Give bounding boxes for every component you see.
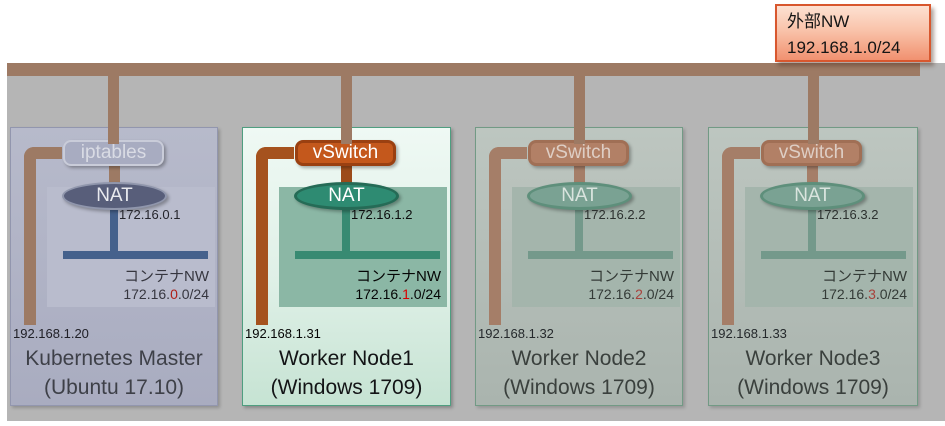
subnet-octet: 3 xyxy=(868,286,876,302)
host-ip: 192.168.1.20 xyxy=(13,326,89,341)
host-nic-line xyxy=(24,147,62,325)
host-nic-line xyxy=(256,147,294,325)
node-worker-node3: NAT vSwitch 172.16.3.2 コンテナNW 172.16.3.0… xyxy=(708,127,918,406)
subnet-suffix: .0/24 xyxy=(409,286,441,302)
container-nw-subnet: 172.16.3.0/24 xyxy=(749,286,907,303)
container-nw-label: コンテナNW xyxy=(124,268,209,285)
subnet-octet: 2 xyxy=(635,286,643,302)
subnet-suffix: .0/24 xyxy=(177,286,209,302)
container-nw-label: コンテナNW xyxy=(822,268,907,285)
nat-to-container-bus-line xyxy=(110,206,118,259)
node-os: (Windows 1709) xyxy=(503,376,655,399)
external-network-name: 外部NW xyxy=(787,12,850,31)
subnet-suffix: .0/24 xyxy=(642,286,674,302)
container-network-caption: コンテナNW 172.16.3.0/24 xyxy=(749,268,907,303)
switch-to-nat-line xyxy=(807,164,818,198)
subnet-suffix: .0/24 xyxy=(875,286,907,302)
external-network-label: 外部NW 192.168.1.0/24 xyxy=(775,4,931,62)
container-network-bus xyxy=(528,251,673,259)
nat-label: NAT xyxy=(561,185,598,206)
nat-label: NAT xyxy=(96,185,133,206)
switch-label-text: iptables xyxy=(80,142,147,163)
switch-label-text: vSwitch xyxy=(312,142,379,163)
host-ip: 192.168.1.32 xyxy=(478,326,554,341)
node-os: (Ubuntu 17.10) xyxy=(43,376,185,399)
nat-ellipse: NAT xyxy=(62,182,167,210)
container-network-caption: コンテナNW 172.16.2.0/24 xyxy=(516,268,674,303)
container-network-bus xyxy=(63,251,208,259)
host-nic-line xyxy=(489,147,527,325)
node-caption: Worker Node2 (Windows 1709) xyxy=(476,344,682,402)
host-ip: 192.168.1.33 xyxy=(711,326,787,341)
node-caption: Kubernetes Master (Ubuntu 17.10) xyxy=(11,344,217,402)
host-ip: 192.168.1.31 xyxy=(245,326,321,341)
nat-label: NAT xyxy=(328,185,365,206)
container-nw-label: コンテナNW xyxy=(356,268,441,285)
node-title: Worker Node3 xyxy=(745,347,881,370)
switch-label-text: vSwitch xyxy=(545,142,612,163)
nat-label: NAT xyxy=(794,185,831,206)
node-title: Worker Node2 xyxy=(511,347,647,370)
container-nw-subnet: 172.16.0.0/24 xyxy=(51,286,209,303)
switch-to-nat-line xyxy=(341,164,352,198)
node-worker-node1: NAT vSwitch 172.16.1.2 コンテナNW 172.16.1.0… xyxy=(242,127,451,406)
container-network-bus xyxy=(295,251,440,259)
node-os: (Windows 1709) xyxy=(270,376,423,399)
subnet-prefix: 172.16. xyxy=(123,286,171,302)
nat-to-container-bus-line xyxy=(342,206,350,259)
nat-ellipse: NAT xyxy=(527,182,632,210)
bus-drop-line-node3 xyxy=(808,63,819,144)
bus-drop-line-node1 xyxy=(341,63,352,144)
subnet-prefix: 172.16. xyxy=(588,286,636,302)
nat-gateway-ip: 172.16.3.2 xyxy=(817,207,879,222)
node-caption: Worker Node1 (Windows 1709) xyxy=(243,344,450,402)
container-nw-subnet: 172.16.1.0/24 xyxy=(283,286,441,303)
subnet-octet: 0 xyxy=(170,286,178,302)
container-nw-subnet: 172.16.2.0/24 xyxy=(516,286,674,303)
external-network-cidr: 192.168.1.0/24 xyxy=(787,38,901,57)
nat-gateway-ip: 172.16.2.2 xyxy=(584,207,646,222)
nat-ellipse: NAT xyxy=(760,182,865,210)
switch-label-text: vSwitch xyxy=(778,142,845,163)
nat-to-container-bus-line xyxy=(575,206,583,259)
switch-to-nat-line xyxy=(574,164,585,198)
nat-gateway-ip: 172.16.1.2 xyxy=(351,207,413,222)
host-nic-line xyxy=(722,147,760,325)
node-os: (Windows 1709) xyxy=(737,376,889,399)
container-network-caption: コンテナNW 172.16.1.0/24 xyxy=(283,268,441,303)
nat-ellipse: NAT xyxy=(294,182,399,210)
switch-to-nat-line xyxy=(109,164,120,198)
container-network-caption: コンテナNW 172.16.0.0/24 xyxy=(51,268,209,303)
node-caption: Worker Node3 (Windows 1709) xyxy=(709,344,917,402)
container-network-bus xyxy=(761,251,906,259)
subnet-octet: 1 xyxy=(402,286,410,302)
subnet-prefix: 172.16. xyxy=(355,286,403,302)
external-network-bus xyxy=(7,63,920,76)
node-title: Kubernetes Master xyxy=(25,347,203,370)
subnet-prefix: 172.16. xyxy=(821,286,869,302)
node-title: Worker Node1 xyxy=(278,347,414,370)
nat-to-container-bus-line xyxy=(808,206,816,259)
bus-drop-line-node2 xyxy=(574,63,585,144)
bus-drop-line-master xyxy=(108,63,119,144)
container-nw-label: コンテナNW xyxy=(589,268,674,285)
node-worker-node2: NAT vSwitch 172.16.2.2 コンテナNW 172.16.2.0… xyxy=(475,127,683,406)
nat-gateway-ip: 172.16.0.1 xyxy=(119,207,181,222)
node-kubernetes-master: NAT iptables 172.16.0.1 コンテナNW 172.16.0.… xyxy=(10,127,218,406)
